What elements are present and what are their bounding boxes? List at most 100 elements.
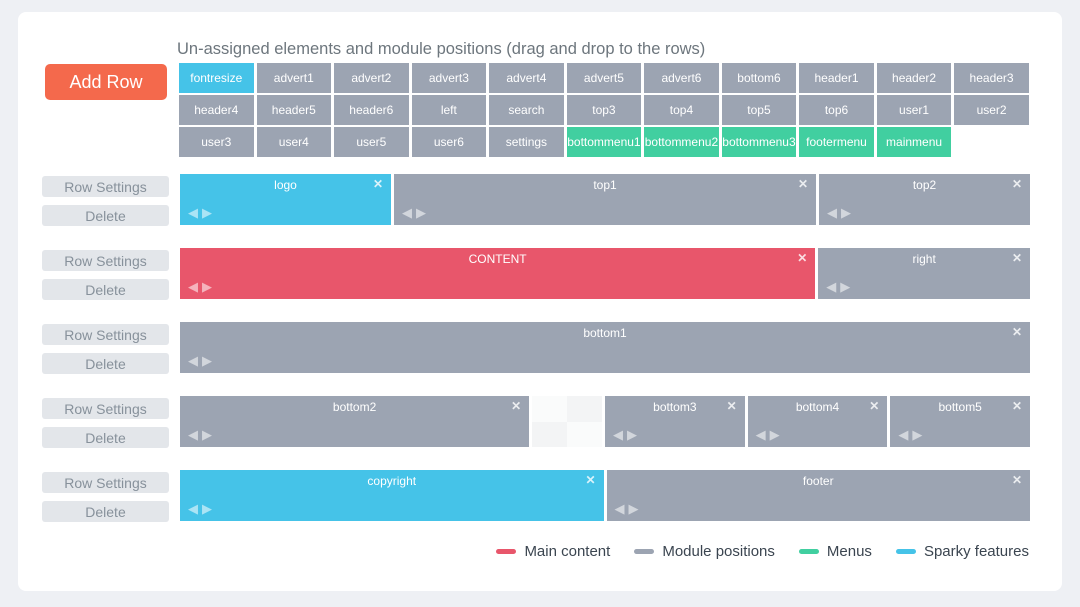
close-icon[interactable]: ✕: [797, 251, 808, 265]
tile-top6[interactable]: top6: [799, 95, 874, 125]
block-bottom3[interactable]: bottom3✕◀▶: [605, 396, 745, 447]
close-icon[interactable]: ✕: [1011, 325, 1022, 339]
move-left-icon[interactable]: ◀: [402, 205, 412, 220]
close-icon[interactable]: ✕: [1011, 177, 1022, 191]
tile-advert5[interactable]: advert5: [566, 63, 642, 93]
row-settings-button[interactable]: Row Settings: [42, 472, 169, 493]
move-left-icon[interactable]: ◀: [898, 427, 909, 442]
delete-row-button[interactable]: Delete: [42, 205, 169, 226]
tile-header3[interactable]: header3: [954, 63, 1029, 93]
move-left-icon[interactable]: ◀: [188, 501, 198, 516]
block-bottom4[interactable]: bottom4✕◀▶: [747, 396, 888, 447]
move-arrows: ◀▶: [188, 206, 212, 220]
row-settings-button[interactable]: Row Settings: [42, 250, 169, 271]
tile-advert6[interactable]: advert6: [644, 63, 719, 93]
move-left-icon[interactable]: ◀: [188, 279, 198, 294]
tile-bottommenu3[interactable]: bottommenu3: [721, 127, 797, 157]
move-left-icon[interactable]: ◀: [755, 427, 766, 442]
move-right-icon[interactable]: ▶: [416, 205, 426, 220]
tile-footermenu[interactable]: footermenu: [799, 127, 874, 157]
block-right[interactable]: right ✕ ◀▶: [818, 248, 1030, 299]
block-bottom5[interactable]: bottom5✕◀▶: [890, 396, 1031, 447]
tile-header1[interactable]: header1: [799, 63, 874, 93]
close-icon[interactable]: ✕: [372, 177, 383, 191]
delete-row-button[interactable]: Delete: [42, 279, 169, 300]
move-right-icon[interactable]: ▶: [628, 501, 639, 516]
move-right-icon[interactable]: ▶: [202, 279, 212, 294]
tile-top4[interactable]: top4: [644, 95, 719, 125]
tile-bottommenu2[interactable]: bottommenu2: [644, 127, 719, 157]
tile-header5[interactable]: header5: [256, 95, 332, 125]
tile-mainmenu[interactable]: mainmenu: [876, 127, 952, 157]
move-left-icon[interactable]: ◀: [827, 205, 837, 220]
move-right-icon[interactable]: ▶: [769, 427, 780, 442]
block-bottom1[interactable]: bottom1✕◀▶: [180, 322, 1030, 373]
tile-search[interactable]: search: [489, 95, 564, 125]
tile-advert1[interactable]: advert1: [256, 63, 332, 93]
close-icon[interactable]: ✕: [1011, 473, 1022, 487]
delete-row-button[interactable]: Delete: [42, 501, 169, 522]
move-left-icon[interactable]: ◀: [188, 427, 198, 442]
block-logo[interactable]: logo✕◀▶: [180, 174, 391, 225]
tile-header6[interactable]: header6: [334, 95, 409, 125]
close-icon[interactable]: ✕: [511, 399, 522, 413]
move-left-icon[interactable]: ◀: [188, 205, 198, 220]
close-icon[interactable]: ✕: [1011, 399, 1023, 413]
tile-fontresize[interactable]: fontresize: [179, 63, 254, 93]
row-settings-button[interactable]: Row Settings: [42, 398, 169, 419]
add-row-button[interactable]: Add Row: [45, 64, 167, 100]
tile-user2[interactable]: user2: [954, 95, 1029, 125]
move-left-icon[interactable]: ◀: [188, 353, 198, 368]
tile-bottommenu1[interactable]: bottommenu1: [566, 127, 642, 157]
tile-settings[interactable]: settings: [489, 127, 564, 157]
tile-top5[interactable]: top5: [721, 95, 797, 125]
move-right-icon[interactable]: ▶: [202, 427, 212, 442]
move-right-icon[interactable]: ▶: [840, 279, 851, 294]
delete-row-button[interactable]: Delete: [42, 427, 169, 448]
tile-user6[interactable]: user6: [411, 127, 487, 157]
move-right-icon[interactable]: ▶: [627, 427, 637, 442]
block-top2[interactable]: top2✕◀▶: [819, 174, 1030, 225]
move-left-icon[interactable]: ◀: [826, 279, 837, 294]
tile-bottom6[interactable]: bottom6: [721, 63, 797, 93]
row-settings-button[interactable]: Row Settings: [42, 324, 169, 345]
block-footer[interactable]: footer✕◀▶: [606, 470, 1030, 521]
tile-left[interactable]: left: [411, 95, 487, 125]
move-right-icon[interactable]: ▶: [202, 205, 212, 220]
tile-user5[interactable]: user5: [334, 127, 409, 157]
tile-header2[interactable]: header2: [876, 63, 952, 93]
tile-user1[interactable]: user1: [876, 95, 952, 125]
block-bottom2[interactable]: bottom2✕◀▶: [180, 396, 530, 447]
block-content[interactable]: CONTENT✕◀▶: [180, 248, 816, 299]
tile-user4[interactable]: user4: [256, 127, 332, 157]
close-icon[interactable]: ✕: [797, 177, 808, 191]
delete-row-button[interactable]: Delete: [42, 353, 169, 374]
move-left-icon[interactable]: ◀: [614, 501, 625, 516]
block-label: right: [912, 252, 936, 266]
move-arrows: ◀▶: [613, 428, 637, 442]
close-icon[interactable]: ✕: [1011, 251, 1022, 265]
move-left-icon[interactable]: ◀: [613, 427, 623, 442]
close-icon[interactable]: ✕: [869, 399, 880, 413]
close-icon[interactable]: ✕: [726, 399, 737, 413]
move-right-icon[interactable]: ▶: [841, 205, 851, 220]
legend-label: Main content: [524, 543, 611, 560]
block-copyright[interactable]: copyright ✕ ◀ ▶: [180, 470, 604, 521]
tile-advert2[interactable]: advert2: [334, 63, 409, 93]
tile-header4[interactable]: header4: [179, 95, 254, 125]
tile-user3[interactable]: user3: [179, 127, 254, 157]
row-blocks: CONTENT✕◀▶right✕◀▶: [180, 248, 1030, 299]
tile-advert3[interactable]: advert3: [411, 63, 487, 93]
close-icon[interactable]: ✕: [585, 473, 596, 487]
tile-advert4[interactable]: advert4: [489, 63, 564, 93]
move-arrows: ◀▶: [756, 428, 780, 442]
block-label: copyright: [367, 474, 417, 488]
row-settings-button[interactable]: Row Settings: [42, 176, 169, 197]
move-right-icon[interactable]: ▶: [202, 353, 212, 368]
block-top1[interactable]: top1 ✕ ◀ ▶: [394, 174, 816, 225]
move-right-icon[interactable]: ▶: [912, 427, 923, 442]
block-label: top1: [593, 178, 617, 192]
move-right-icon[interactable]: ▶: [202, 501, 212, 516]
tile-top3[interactable]: top3: [566, 95, 642, 125]
